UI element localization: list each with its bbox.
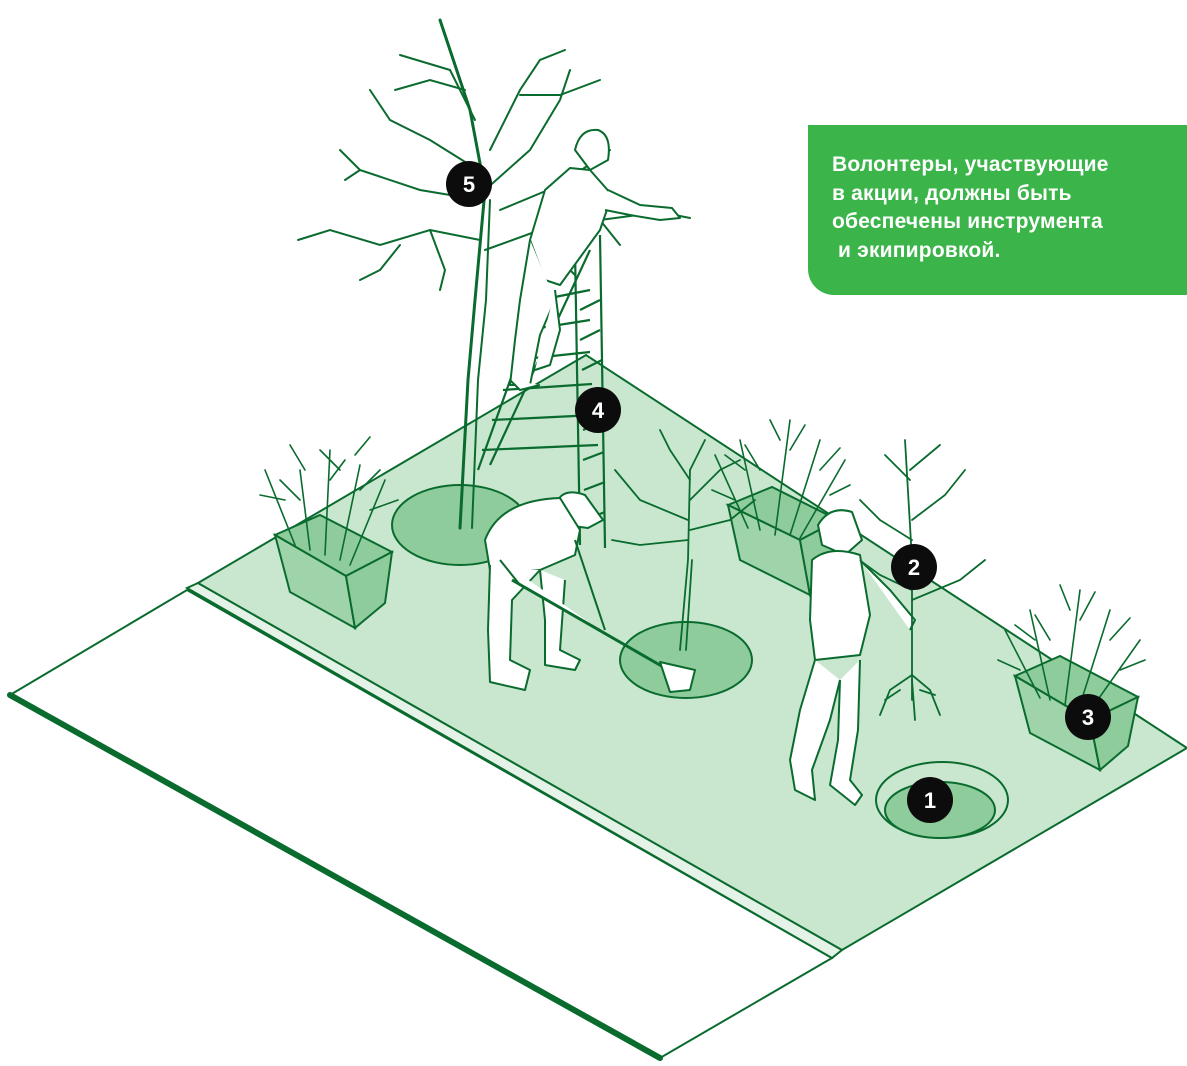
- marker-1: 1: [907, 777, 953, 823]
- marker-5-label: 5: [463, 172, 475, 197]
- marker-4: 4: [575, 387, 621, 433]
- volunteer-note-line-1: Волонтеры, участвующие: [832, 151, 1187, 180]
- volunteer-note-line-2: в акции, должны быть: [832, 180, 1187, 209]
- marker-5: 5: [446, 161, 492, 207]
- marker-4-label: 4: [592, 398, 605, 423]
- volunteer-note-line-3: обеспечены инструмента: [832, 208, 1187, 237]
- volunteer-note: Волонтеры, участвующие в акции, должны б…: [808, 125, 1187, 295]
- marker-3-label: 3: [1082, 705, 1094, 730]
- person-pruning: [510, 130, 680, 390]
- marker-2-label: 2: [908, 555, 920, 580]
- volunteer-note-line-4: и экипировкой.: [832, 237, 1187, 266]
- marker-1-label: 1: [924, 788, 936, 813]
- marker-3: 3: [1065, 694, 1111, 740]
- marker-2: 2: [891, 544, 937, 590]
